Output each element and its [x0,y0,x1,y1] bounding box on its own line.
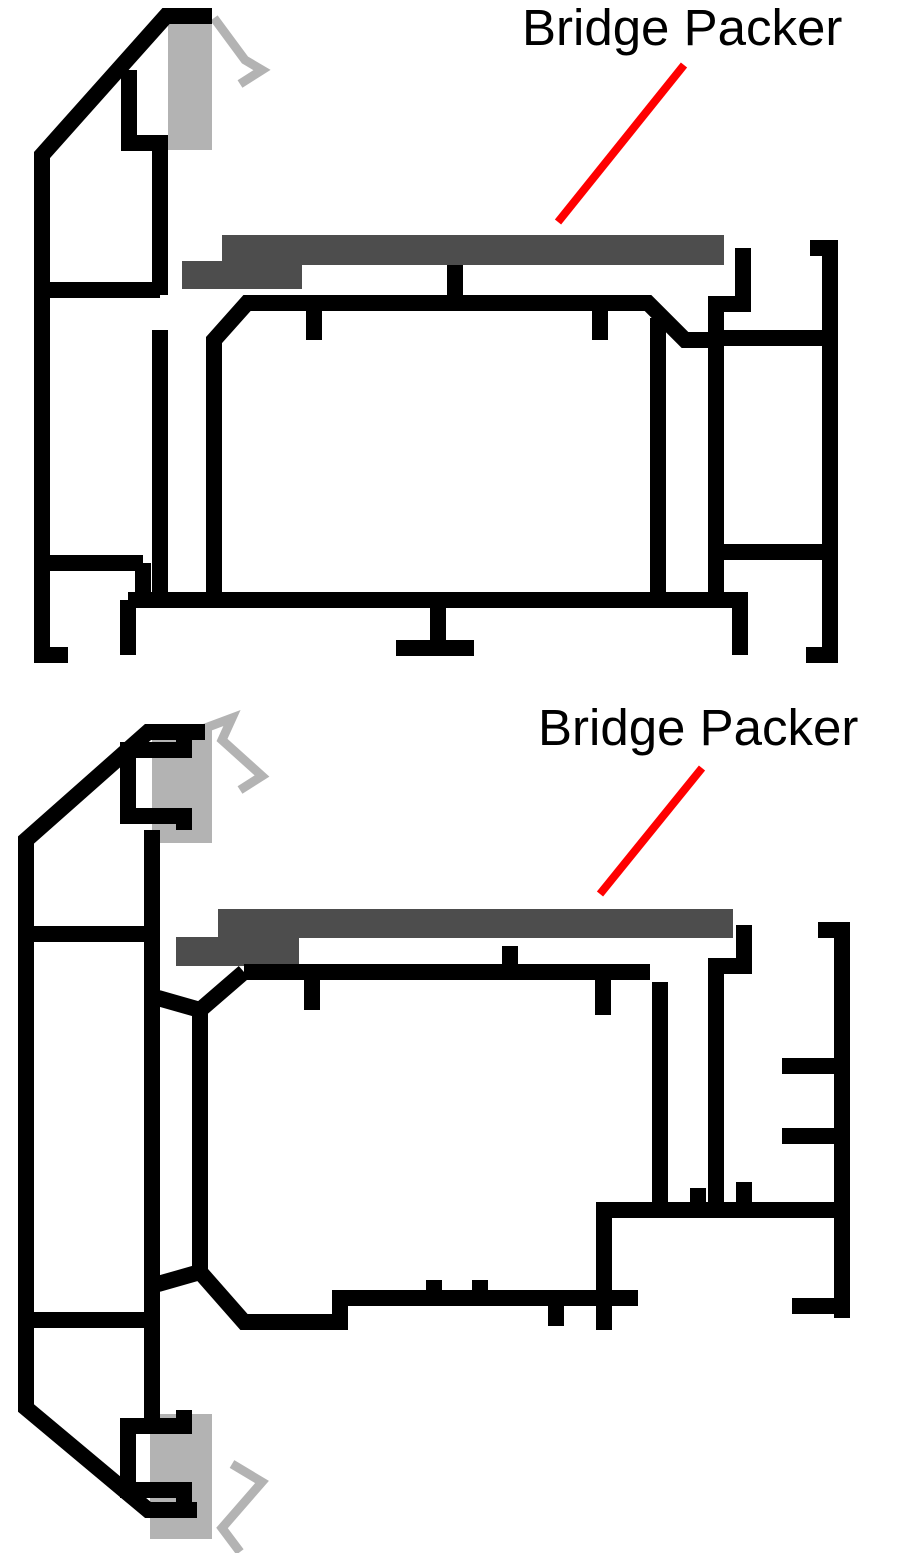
leader-line-top [554,62,688,225]
bridge-packer-top [182,235,724,289]
profile-section-bottom [18,709,850,1553]
gasket-bottom-lower [150,1414,269,1553]
leader-line-bottom [596,765,706,897]
bridge-packer-label-bottom: Bridge Packer [538,699,859,756]
frame-profile-top [34,8,838,663]
bridge-packer-bottom [176,909,733,966]
frame-profile-bottom [18,724,850,1518]
gasket-top [168,15,271,150]
bridge-packer-label-top: Bridge Packer [522,0,843,56]
profile-section-top [34,8,838,663]
profile-diagram-top: Bridge Packer [0,0,920,680]
profile-diagram-bottom: Bridge Packer [0,690,920,1553]
